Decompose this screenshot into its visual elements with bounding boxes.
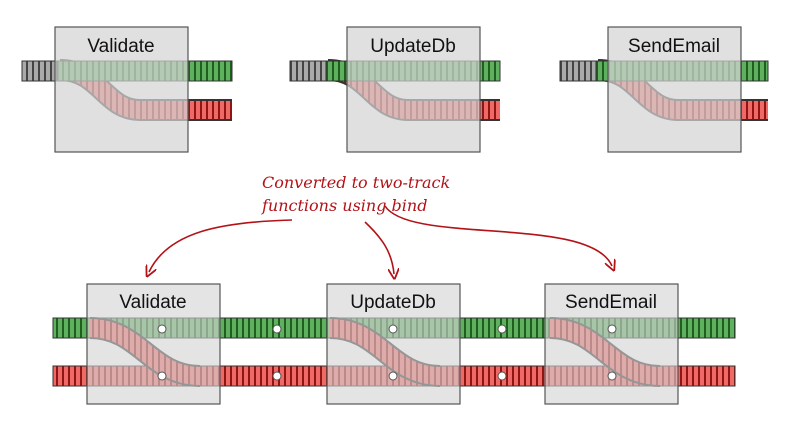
function-label: SendEmail (628, 36, 720, 57)
annotation-line-2: functions using bind (261, 196, 427, 215)
function-label: Validate (87, 36, 154, 57)
top-function-validate: Validate (21, 26, 233, 153)
bottom-function-sendemail: SendEmail (544, 283, 679, 405)
function-label: UpdateDb (350, 292, 436, 313)
function-label: UpdateDb (370, 36, 456, 57)
arrow-to-validate (149, 219, 293, 272)
annotation: Converted to two-track functions using b… (149, 173, 612, 274)
annotation-line-1: Converted to two-track (262, 173, 450, 192)
arrow-to-sendemail (384, 205, 612, 266)
top-function-updatedb: UpdateDb (289, 26, 501, 153)
arrow-to-updatedb (364, 221, 394, 274)
function-label: SendEmail (565, 292, 657, 313)
bottom-function-validate: Validate (86, 283, 221, 405)
function-label: Validate (119, 292, 186, 313)
top-function-sendemail: SendEmail (559, 26, 769, 153)
connector-dots (157, 324, 617, 381)
bottom-function-updatedb: UpdateDb (326, 283, 461, 405)
